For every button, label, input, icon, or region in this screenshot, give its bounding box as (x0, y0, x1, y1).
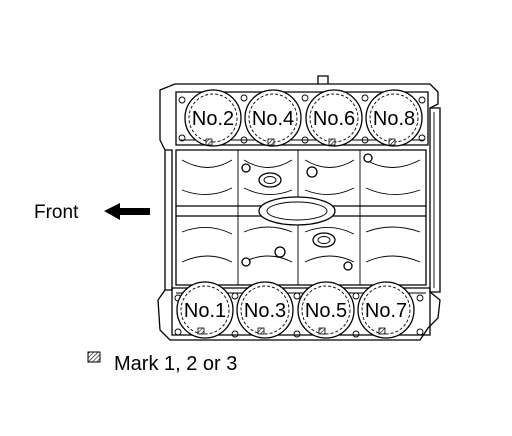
front-label: Front (34, 202, 79, 223)
cylinder-label: No.5 (305, 300, 347, 322)
lower-marks (197, 327, 386, 335)
cylinder-label: No.1 (184, 300, 226, 322)
cylinder-label: No.8 (373, 108, 415, 130)
legend-label: Mark 1, 2 or 3 (114, 353, 237, 375)
lower-bores (176, 281, 415, 339)
cylinder-label: No.4 (252, 108, 294, 130)
crankcase-interior (175, 149, 427, 286)
cylinder-label: No.2 (192, 108, 234, 130)
cylinder-label: No.6 (313, 108, 355, 130)
lower-cylinder-labels: No.1 No.3 No.5 No.7 (184, 300, 407, 322)
upper-marks (205, 138, 396, 146)
upper-cylinder-labels: No.2 No.4 No.6 No.8 (192, 108, 415, 130)
hatched-square-icon (87, 351, 101, 363)
legend: Mark 1, 2 or 3 (87, 351, 237, 375)
cylinder-label: No.3 (244, 300, 286, 322)
left-arrow-icon (104, 203, 150, 220)
cylinder-label: No.7 (365, 300, 407, 322)
